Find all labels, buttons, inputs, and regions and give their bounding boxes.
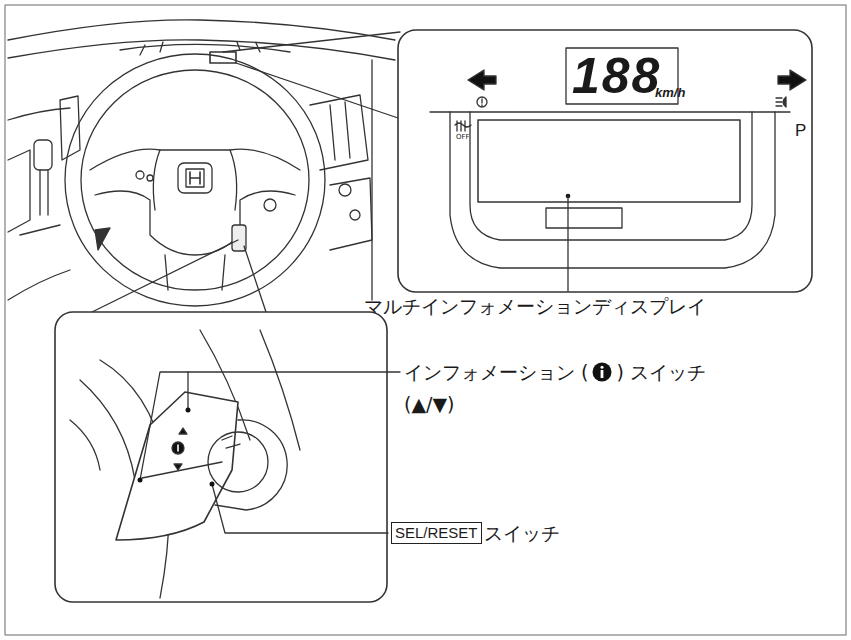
info-icon <box>591 361 613 383</box>
label-row: (▲/▼) <box>404 392 454 416</box>
speed-value: 188 <box>572 51 661 101</box>
speed-unit: km/h <box>655 86 685 100</box>
label-row: インフォメーション ( ) スイッチ <box>404 360 706 384</box>
meter-inset <box>398 30 812 292</box>
leader-line <box>567 196 568 291</box>
part-name: マルチインフォメーションディスプレイ <box>364 294 706 318</box>
zoom-line <box>244 246 266 312</box>
part-name: (▲/▼) <box>404 392 454 416</box>
part-name: スイッチ <box>484 521 560 545</box>
zoom-line <box>223 32 400 52</box>
frame <box>5 5 846 635</box>
zoom-line <box>92 240 238 312</box>
key-label: SEL/RESET <box>395 524 478 541</box>
zoom-line <box>236 63 398 118</box>
switch-inset <box>55 312 387 602</box>
label-row: スイッチ SEL/RESET <box>391 521 560 545</box>
icon-text: OFF <box>456 133 470 141</box>
part-name: インフォメーション ( <box>404 360 588 384</box>
part-name: ) スイッチ <box>616 360 705 384</box>
key-label-box: SEL/RESET <box>391 522 482 544</box>
steering-wheel <box>65 54 325 306</box>
leader-line <box>138 372 401 533</box>
indicator-letter: P <box>795 122 806 140</box>
